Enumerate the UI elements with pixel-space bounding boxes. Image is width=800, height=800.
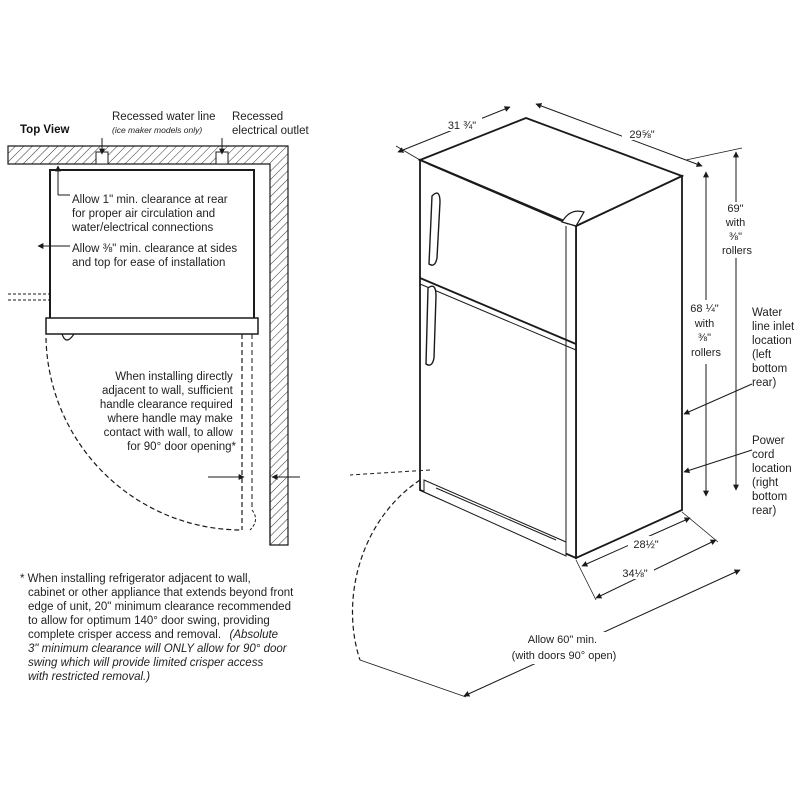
- width-dimension: 31 ¾": [448, 120, 476, 132]
- water-line-note: (ice maker models only): [112, 125, 202, 135]
- dimensions: 31 ¾" 29⅝" 69" with ⅜" rollers 68 ¼" wit…: [359, 103, 756, 698]
- freezer-handle: [428, 192, 441, 266]
- front-door-swing-arc: [351, 479, 421, 661]
- fridge-side-panel: [575, 174, 683, 560]
- height-body-dimension: 68 ¼" with ⅜" rollers: [690, 303, 721, 359]
- front-clearance-dimension: Allow 60" min. (with doors 90° open): [512, 634, 617, 662]
- height-with-rollers-dimension: 69" with ⅜" rollers: [722, 203, 752, 257]
- footnote-italic-text: 3" minimum clearance will ONLY allow for…: [28, 643, 290, 683]
- footnote-text: * When installing refrigerator adjacent …: [20, 573, 297, 627]
- rear-clearance-text: Allow 1" min. clearance at rear for prop…: [71, 194, 231, 234]
- water-inlet-callout: Water line inlet location (left bottom r…: [752, 307, 797, 389]
- cabinet-depth-dimension: 28½": [633, 539, 658, 551]
- side-clearance-text: Allow ⅜" min. clearance at sides and top…: [72, 243, 240, 269]
- total-depth-dimension: 34⅛": [622, 568, 647, 580]
- wall: [7, 145, 289, 546]
- fresh-food-handle: [425, 285, 437, 366]
- top-view: Top View Recessed water line (ice maker …: [7, 111, 310, 546]
- door-split-line: [419, 277, 577, 345]
- refrigerator-isometric: [349, 117, 685, 661]
- door-swing-arc: [45, 337, 243, 531]
- handle-clearance-note: When installing directly adjacent to wal…: [100, 371, 237, 453]
- top-view-title: Top View: [20, 124, 69, 136]
- power-cord-callout: Power cord location (right bottom rear): [752, 435, 795, 517]
- outlet-label-line2: electrical outlet: [232, 125, 310, 137]
- footnote: * When installing refrigerator adjacent …: [20, 573, 297, 683]
- base-grille: [423, 479, 567, 557]
- water-line-label: Recessed water line: [112, 111, 216, 123]
- depth-top-dimension: 29⅝": [629, 129, 654, 141]
- callouts: Water line inlet location (left bottom r…: [683, 307, 797, 517]
- footnote-mixed-line: complete crisper access and removal. (Ab…: [28, 625, 278, 642]
- fridge-top-outline: [45, 169, 259, 341]
- fridge-front-panel: [419, 158, 577, 560]
- outlet-label-line1: Recessed: [232, 111, 283, 123]
